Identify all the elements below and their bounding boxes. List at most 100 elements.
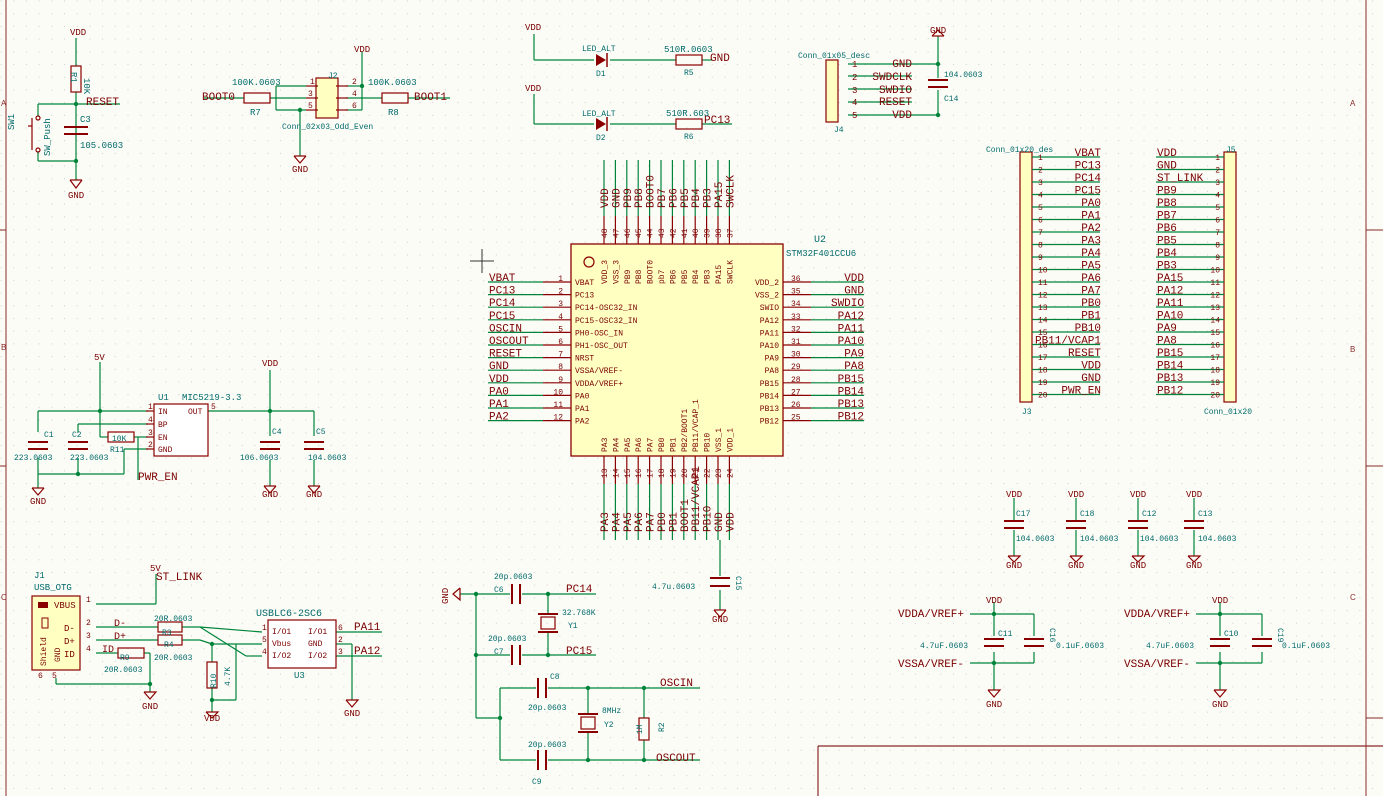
boot-circuit[interactable]: VDD GND BOOT0 BOOT1 100K.0603 R7 100K.06… <box>202 45 450 175</box>
j5-pin-number: 14 <box>1210 317 1220 326</box>
j5-pin-number: 9 <box>1215 254 1220 263</box>
c3-ref: C3 <box>80 115 91 125</box>
j3-pin-label: PB0 <box>1081 298 1101 310</box>
u2-ref: U2 <box>814 235 826 246</box>
dm-net-label: D- <box>114 619 126 630</box>
u1-pin-number: 1 <box>148 403 153 412</box>
gnd-label: GND <box>1006 561 1022 571</box>
j4-pin-label: RESET <box>879 97 912 109</box>
sw1-ref: SW1 <box>7 114 17 130</box>
u2-left-net-label: GND <box>489 361 509 373</box>
j3-pin-label: PC15 <box>1075 186 1101 198</box>
u2-right-net-label: PA10 <box>838 336 864 348</box>
vdd-label: VDD <box>1068 490 1084 500</box>
j5-pin-label: PB9 <box>1157 186 1177 198</box>
c16-ref: C16 <box>1047 628 1056 643</box>
u2-top-pin-number: 40 <box>692 228 701 238</box>
u2-right-net-label: PA12 <box>838 311 864 323</box>
r5-ref: R5 <box>684 69 694 78</box>
u2-top-net-label: PA15 <box>714 182 726 208</box>
j5-pin-label: PA11 <box>1157 298 1184 310</box>
u2-bottom-net-label: VDD <box>725 512 737 532</box>
j1-pin-number: 1 <box>86 596 91 605</box>
j5-pin-number: 18 <box>1210 367 1220 376</box>
vcap-capacitor-c15[interactable]: GND 4.7u.0603 C15 <box>652 540 742 625</box>
j4-pin-number: 5 <box>852 111 857 121</box>
u2-bottom-pin-name: PA4 <box>612 437 621 452</box>
decoupling-caps[interactable]: VDD VDD VDD VDD GND GND GND GND C17 104.… <box>1004 490 1237 571</box>
u2-bottom-net-label: BOOT1 <box>680 499 692 532</box>
r6-value: 510R.603 <box>666 109 709 119</box>
u2-right-pin-number: 34 <box>791 300 801 309</box>
c1-value: 223.0603 <box>14 454 53 463</box>
j1-pin-gnd: GND <box>54 647 63 662</box>
r9-value: 20R.0603 <box>104 666 143 675</box>
c17-ref: C17 <box>1016 510 1031 519</box>
j3-pin-label: PC13 <box>1075 161 1101 173</box>
u2-bottom-net-label: PA5 <box>623 512 635 532</box>
u2-top-net-label: BOOT0 <box>646 175 658 208</box>
sw1-value: SW_Push <box>43 118 53 156</box>
gnd-label: GND <box>306 490 322 500</box>
u2-top-pin-name: SWCLK <box>726 260 735 284</box>
c19-value: 0.1uF.0603 <box>1282 642 1330 651</box>
j1-pin-dm: D- <box>64 624 75 634</box>
crystal-circuits[interactable]: GND PC14 PC15 OSCIN OSCOUT 20p.0603 C6 2… <box>441 573 700 787</box>
c8-value: 20p.0603 <box>528 704 567 713</box>
gnd-label: GND <box>68 191 84 201</box>
u2-left-net-label: PC14 <box>489 298 516 310</box>
c11-value: 4.7uF.0603 <box>920 642 968 651</box>
u3-pin-io1-left: I/O1 <box>272 628 291 637</box>
u3-pin-vbus: Vbus <box>272 640 291 649</box>
u2-top-net-label: GND <box>611 188 623 208</box>
swd-connector-j4[interactable]: GND Conn_01x05_desc J4 104.0603 C14 1 2 … <box>798 26 983 135</box>
j3-pin-label: PA5 <box>1081 261 1101 273</box>
u2-bottom-net-label: PB10 <box>703 506 715 532</box>
gnd-label: GND <box>930 26 946 36</box>
u2-bottom-pin-number: 20 <box>681 468 690 478</box>
u2-bottom-pin-name: PB11/VCAP_1 <box>692 399 701 452</box>
u2-left-pin-name: VBAT <box>575 279 594 288</box>
r3-value: 20R.0603 <box>154 615 193 624</box>
vdda-filter-left[interactable]: VDD GND VDDA/VREF+ VSSA/VREF- C11 4.7uF.… <box>898 596 1104 710</box>
j5-pin-number: 19 <box>1210 379 1220 388</box>
j4-pin-label: SWDIO <box>879 85 912 97</box>
j3-pin-label: VBAT <box>1075 148 1102 160</box>
vssa-label: VSSA/VREF- <box>1124 659 1190 671</box>
u2-body[interactable] <box>570 243 784 457</box>
header-j5[interactable]: J5 Conn_01x20 1VDD2GND3ST_LINK4PB95PB86P… <box>1156 146 1252 417</box>
led-circuits[interactable]: VDD VDD GND PC13 LED_ALT D1 LED_ALT D2 5… <box>525 23 732 143</box>
y1-value: 32.768K <box>562 609 596 618</box>
u2-bottom-pin-number: 18 <box>658 468 667 478</box>
u2-bottom-pin-number: 16 <box>635 468 644 478</box>
vdda-filter-right[interactable]: VDD GND VDDA/VREF+ VSSA/VREF- C10 4.7uF.… <box>1124 596 1330 710</box>
u2-bottom-net-label: PB1 <box>668 512 680 532</box>
j5-pin-label: PB3 <box>1157 261 1177 273</box>
j5-pin-label: PB7 <box>1157 211 1177 223</box>
u2-left-pin-name: PH0-OSC_IN <box>575 329 623 338</box>
regulator-u1[interactable]: 5V VDD PWR_EN GND GND GND U1 MIC5219-3.3… <box>14 353 347 507</box>
u2-right-pin-number: 26 <box>791 401 801 410</box>
reset-circuit[interactable]: VDD RESET GND 10K R1 C3 105.0603 SW1 SW_… <box>7 28 123 201</box>
d1-ref: D1 <box>596 70 606 79</box>
dp-net-label: D+ <box>114 632 126 643</box>
j3-pin-label: PA0 <box>1081 198 1101 210</box>
u1-ref: U1 <box>158 393 169 403</box>
u2-top-pin-name: PB4 <box>692 269 701 284</box>
j1-value: USB_OTG <box>34 583 72 593</box>
vdd-label: VDD <box>1212 596 1228 606</box>
j3-pin-number: 3 <box>1038 179 1043 188</box>
j5-pin-label: PB12 <box>1157 386 1183 398</box>
pc13-label: PC13 <box>704 115 730 127</box>
u2-right-pin-name: PB14 <box>760 392 779 401</box>
usb-circuit[interactable]: 5V ST_LINK PA11 PA12 GND GND VDD J1 USB_… <box>31 564 382 724</box>
u2-top-pin-number: 38 <box>715 228 724 238</box>
c12-ref: C12 <box>1142 510 1157 519</box>
u2-right-net-label: VDD <box>844 273 864 285</box>
vdd-label: VDD <box>262 359 278 369</box>
row-a-left: A <box>1 99 7 108</box>
vdd-label: VDD <box>70 28 86 38</box>
c14-value: 104.0603 <box>944 71 983 80</box>
